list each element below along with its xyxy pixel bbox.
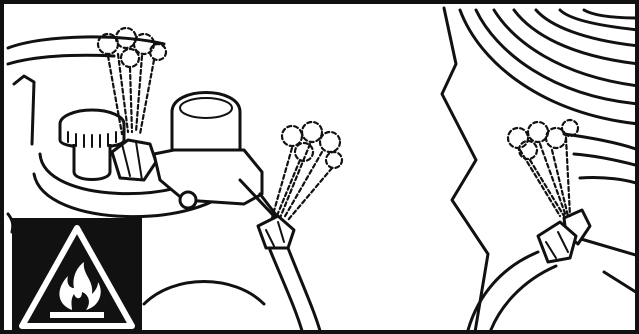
regulator bbox=[152, 91, 290, 238]
appliance-hose-connector bbox=[536, 208, 592, 264]
flammable-warning-icon bbox=[19, 225, 135, 329]
hose-right-edge-b bbox=[489, 264, 558, 330]
leak-bubbles-regulator bbox=[270, 120, 344, 222]
connection-nut bbox=[110, 138, 158, 182]
regulator-hose-connector bbox=[256, 214, 296, 250]
leak-bubbles-appliance bbox=[506, 118, 580, 218]
hose-right-edge-a bbox=[466, 250, 540, 330]
flammable-warning-panel bbox=[12, 218, 142, 330]
leak-bubbles-valve bbox=[96, 26, 168, 136]
panel-divider bbox=[440, 6, 490, 330]
cylinder-valve-knob bbox=[58, 108, 126, 181]
hose-left-edge-b bbox=[286, 246, 322, 330]
hose-left-edge-a bbox=[268, 248, 304, 330]
leak-check-illustration bbox=[6, 6, 635, 330]
